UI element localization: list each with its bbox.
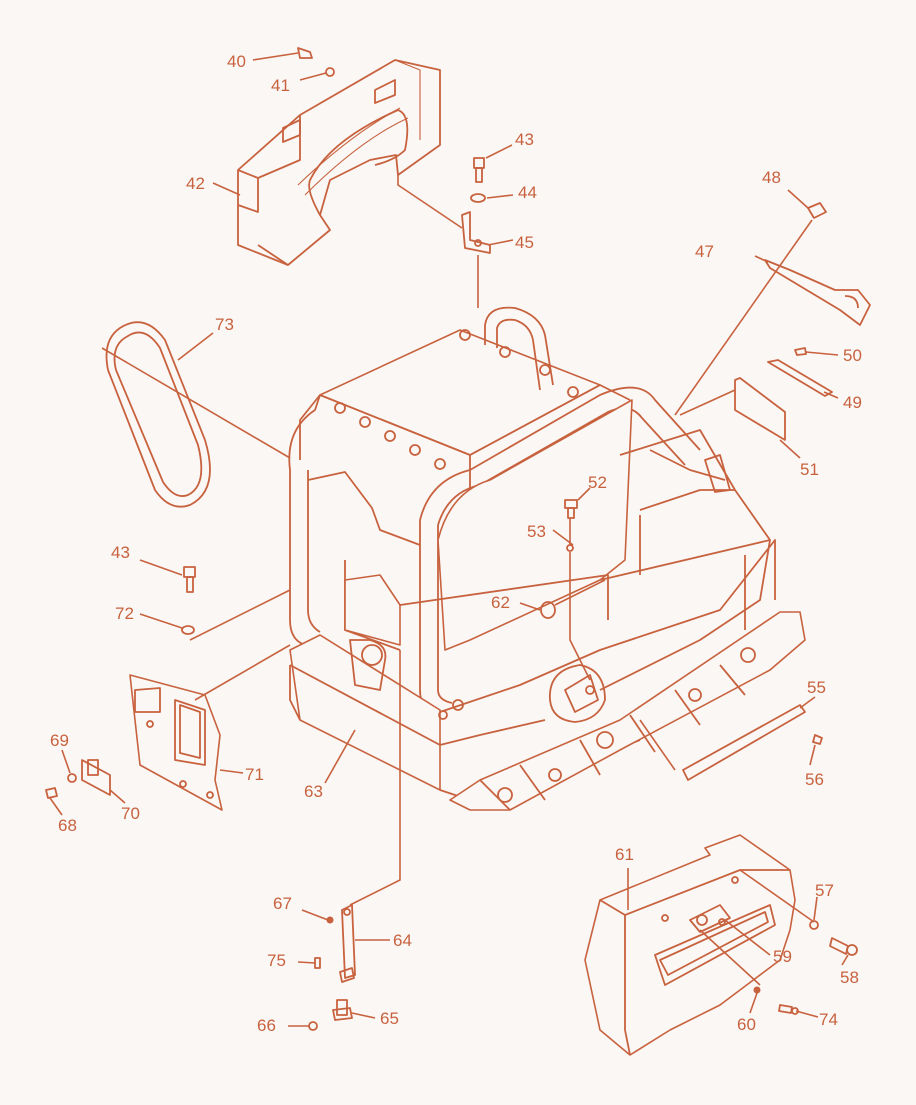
drive-belt-part	[105, 321, 211, 508]
callout-label: 70	[121, 804, 140, 823]
front-plate-part	[129, 674, 223, 811]
callout-label: 65	[380, 1009, 399, 1028]
callout-label: 66	[257, 1016, 276, 1035]
callout-label: 40	[227, 52, 246, 71]
callout-labels: 40 41 42 43 44 45 47 48 73 50 49 51 52 5…	[50, 52, 862, 1035]
callout-label: 59	[773, 947, 792, 966]
callout-label: 69	[50, 731, 69, 750]
callout-label: 43	[515, 130, 534, 149]
callout-label: 71	[245, 765, 264, 784]
callout-label: 53	[527, 522, 546, 541]
callout-label: 72	[115, 604, 134, 623]
side-weight-part	[584, 834, 796, 1056]
callout-label: 41	[271, 76, 290, 95]
callout-label: 63	[304, 782, 323, 801]
callout-label: 55	[807, 678, 826, 697]
callout-label: 48	[762, 168, 781, 187]
callout-label: 75	[267, 951, 286, 970]
callout-label: 49	[843, 393, 862, 412]
callout-label: 52	[588, 473, 607, 492]
callout-label: 57	[815, 881, 834, 900]
callout-label: 42	[186, 174, 205, 193]
callout-label: 62	[491, 593, 510, 612]
main-frame-part	[288, 306, 806, 811]
callout-label: 68	[58, 816, 77, 835]
callout-label: 56	[805, 770, 824, 789]
callout-label: 73	[215, 315, 234, 334]
callout-label: 45	[515, 233, 534, 252]
top-cover-part	[237, 59, 441, 266]
callout-label: 51	[800, 460, 819, 479]
callout-label: 74	[819, 1010, 838, 1029]
callout-label: 43	[111, 543, 130, 562]
callout-label: 64	[393, 931, 412, 950]
callout-label: 67	[273, 894, 292, 913]
callout-label: 50	[843, 346, 862, 365]
assembly-lines	[49, 52, 849, 1027]
callout-label: 60	[737, 1015, 756, 1034]
callout-label: 47	[695, 242, 714, 261]
callout-label: 44	[518, 183, 537, 202]
callout-label: 61	[615, 845, 634, 864]
callout-label: 58	[840, 968, 859, 987]
